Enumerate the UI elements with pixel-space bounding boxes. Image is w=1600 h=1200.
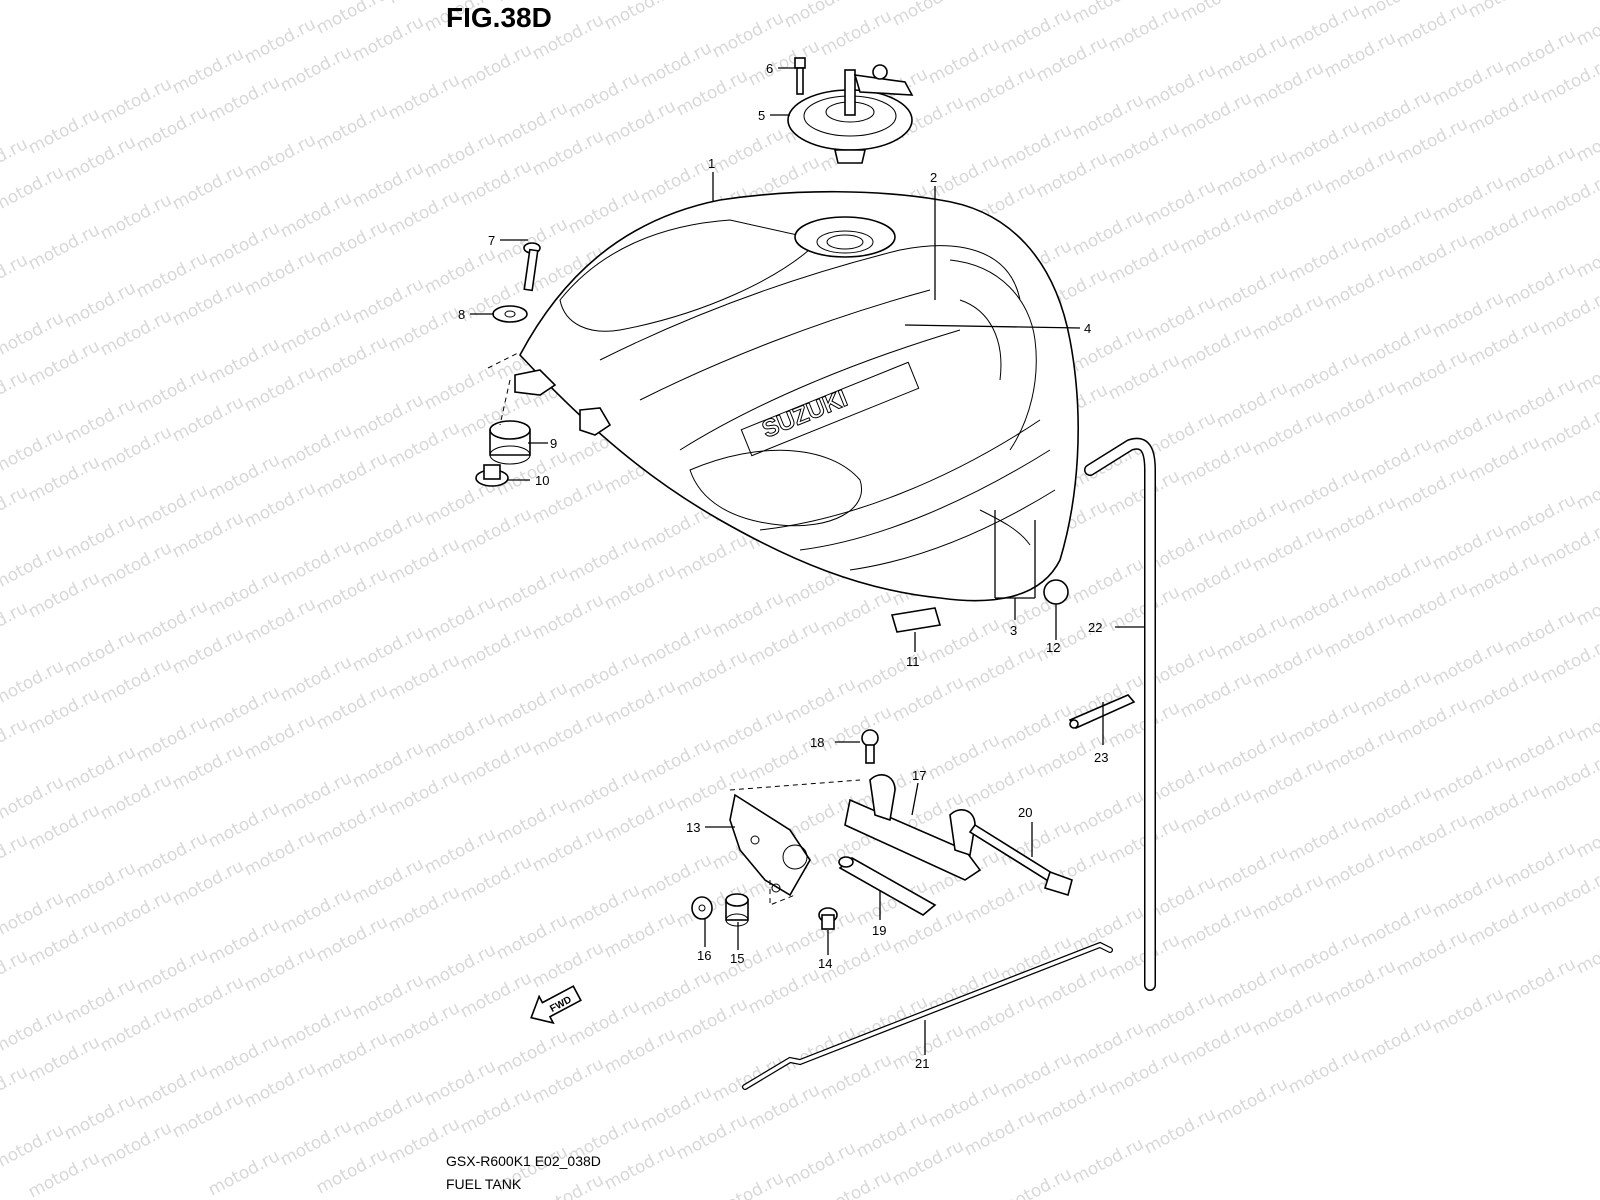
callout-15: 15 <box>730 951 744 966</box>
callout-13: 13 <box>686 820 700 835</box>
callout-3: 3 <box>1010 623 1017 638</box>
callout-12: 12 <box>1046 640 1060 655</box>
callout-4: 4 <box>1084 321 1091 336</box>
callout-9: 9 <box>550 436 557 451</box>
callout-5: 5 <box>758 108 765 123</box>
collar-bolt <box>818 907 838 930</box>
hinge-long-bolt <box>968 823 1073 897</box>
callout-18: 18 <box>810 735 824 750</box>
callout-20: 20 <box>1018 805 1032 820</box>
callout-17: 17 <box>912 768 926 783</box>
callout-6: 6 <box>766 61 773 76</box>
hinge-pin <box>838 857 937 916</box>
figure-name: FUEL TANK <box>446 1176 522 1192</box>
cap-bolt <box>794 57 806 95</box>
callout-14: 14 <box>818 956 832 971</box>
tank-pad <box>890 607 942 633</box>
callout-8: 8 <box>458 307 465 322</box>
callout-labels: 1 2 3 4 5 6 7 8 9 10 11 12 13 14 15 16 1… <box>458 61 1108 1071</box>
hinge-bolt <box>861 729 879 764</box>
callout-23: 23 <box>1094 750 1108 765</box>
rear-cushion <box>725 893 749 927</box>
fuel-cap <box>787 64 914 164</box>
fuel-tank: SUZUKI <box>514 190 1079 602</box>
callout-21: 21 <box>915 1056 929 1071</box>
tank-plug <box>1043 579 1069 605</box>
figure-code: GSX-R600K1 E02_038D <box>446 1153 601 1169</box>
rear-washer <box>691 896 713 920</box>
front-screw <box>523 242 541 292</box>
leader-lines <box>470 67 1145 1055</box>
figure-title: FIG.38D <box>446 2 552 33</box>
callout-22: 22 <box>1088 620 1102 635</box>
callout-19: 19 <box>872 923 886 938</box>
rear-bracket <box>729 793 811 897</box>
callout-16: 16 <box>697 948 711 963</box>
forward-direction-icon: FWD <box>530 985 582 1025</box>
callout-1: 1 <box>708 156 715 171</box>
front-cushion <box>489 420 531 465</box>
front-bushing <box>475 464 509 487</box>
callout-11: 11 <box>906 654 920 669</box>
callout-2: 2 <box>930 170 937 185</box>
front-washer <box>492 305 528 323</box>
callout-10: 10 <box>535 473 549 488</box>
tank-hinge <box>844 798 982 881</box>
callout-7: 7 <box>488 233 495 248</box>
hose-clamp <box>1068 694 1136 729</box>
